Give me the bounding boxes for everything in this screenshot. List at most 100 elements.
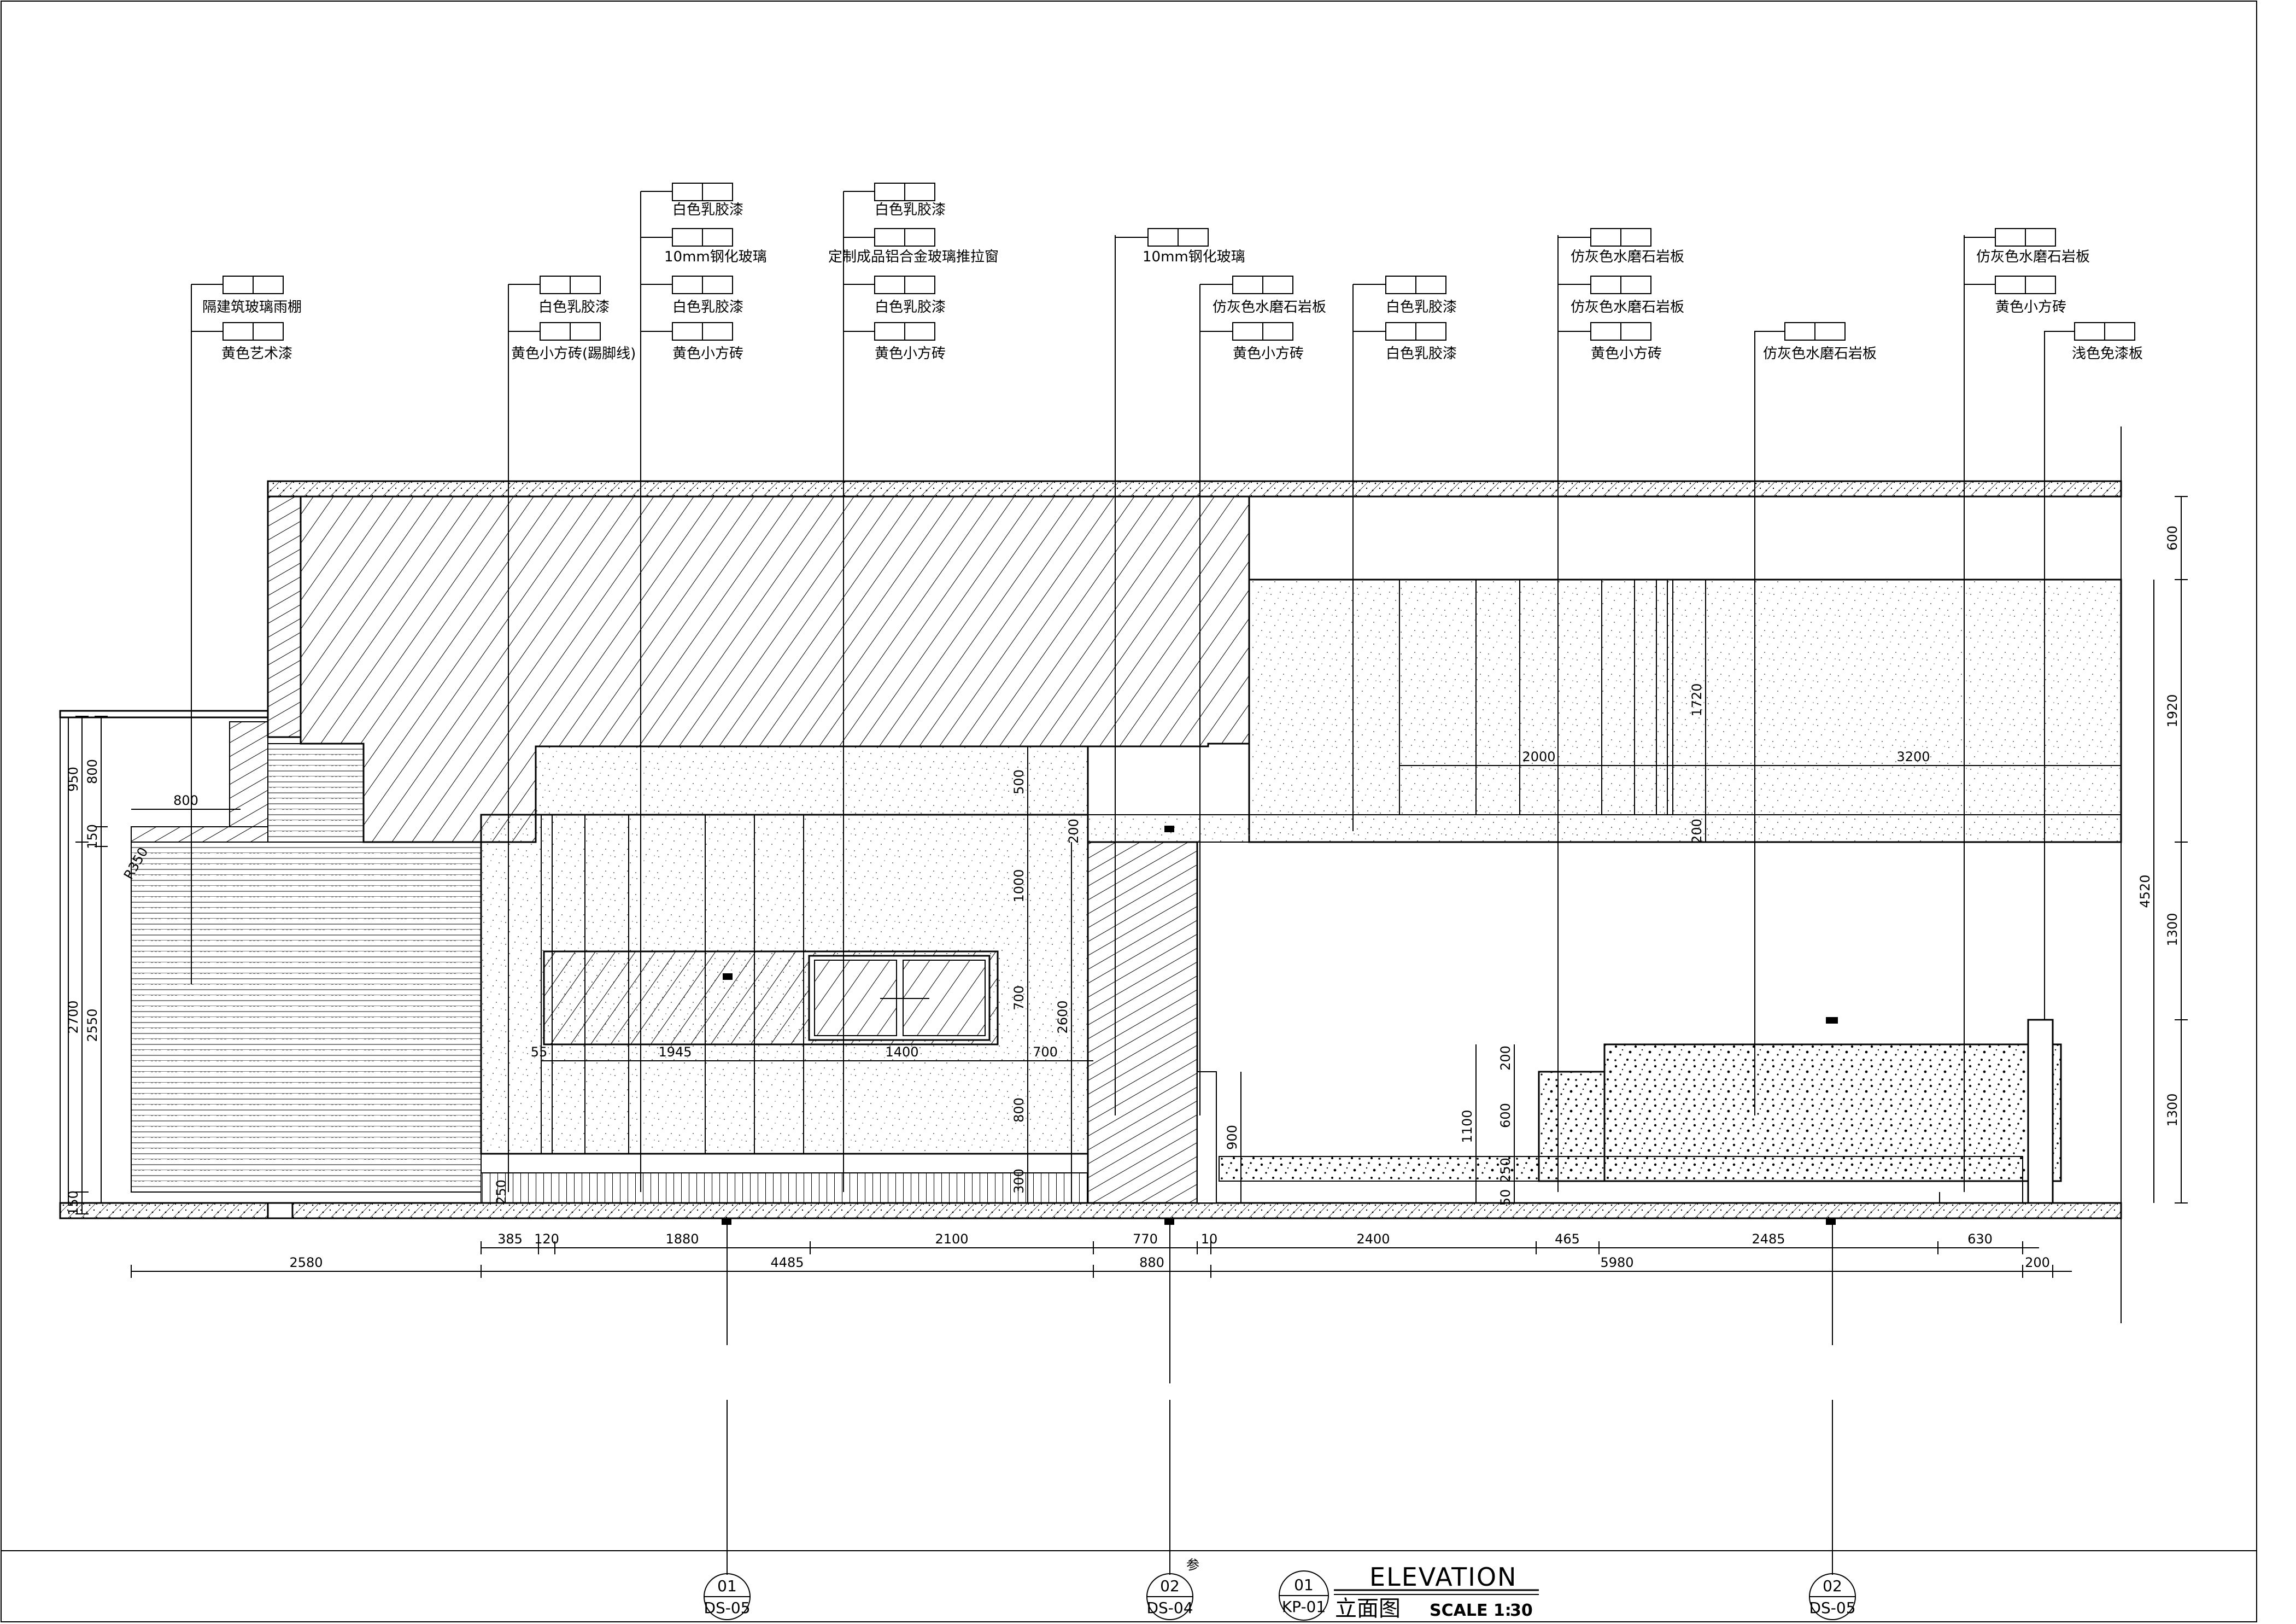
label-col2-1: 黄色小方砖(踢脚线): [511, 346, 636, 362]
dim-cv-3: 300: [1011, 1169, 1027, 1194]
dim-r-4: 1300: [2165, 1093, 2180, 1126]
dim-b1-2: 1880: [665, 1231, 699, 1247]
white-paint-beam: [535, 745, 1089, 816]
floor-slab: [59, 1202, 2122, 1219]
dim-r-3: 1300: [2165, 913, 2180, 946]
callout-col3: 白色乳胶漆 10mm钢化玻璃 白色乳胶漆 黄色小方砖: [641, 183, 767, 362]
dim-li-2: 2550: [85, 1008, 100, 1042]
dim-lo-2: 150: [66, 1190, 81, 1216]
dim-li-1: 150: [85, 824, 100, 849]
title-number: 01: [1294, 1576, 1314, 1594]
left-column: [267, 495, 302, 738]
leader-lines: [191, 191, 2045, 1192]
section-ref-3: 02 DS-05: [1809, 1573, 1856, 1620]
terrazzo-base: [1219, 1156, 2023, 1182]
label-col7-1: 白色乳胶漆: [1386, 346, 1457, 362]
label-col1-0: 隔建筑玻璃雨棚: [202, 299, 302, 316]
ref3-number: 02: [1823, 1577, 1842, 1595]
dim-b1-3: 2100: [935, 1231, 968, 1247]
terrazzo-panel-lines: [1399, 580, 1673, 815]
ref2-number: 02: [1160, 1577, 1180, 1595]
dim-b2-3: 5980: [1600, 1255, 1633, 1270]
glass-canopy: [59, 710, 269, 718]
yellow-tile-base: [481, 1172, 1088, 1204]
title-sheet: KP-01: [1282, 1598, 1326, 1616]
dim-b1-0: 385: [497, 1231, 523, 1247]
dim-b2-0: 2580: [289, 1255, 323, 1270]
dim-lo-0: 950: [66, 767, 81, 792]
title-name-cn: 立面图: [1335, 1596, 1401, 1621]
dim-rl-4: 250: [1498, 1158, 1513, 1183]
section-ref-1: 01 DS-05: [704, 1573, 751, 1620]
dim-li-0: 800: [85, 759, 100, 784]
material-callouts: 隔建筑玻璃雨棚 黄色艺术漆 白色乳胶漆 黄色小方砖(踢脚线) 白色乳胶漆 10m…: [191, 183, 2143, 362]
dim-cv-1: 700: [1011, 985, 1027, 1010]
callout-col6: 仿灰色水磨石岩板 黄色小方砖: [1200, 276, 1326, 362]
dim-rl-5: 50: [1498, 1189, 1513, 1206]
label-col11-0: 浅色免漆板: [2072, 346, 2143, 362]
label-col6-1: 黄色小方砖: [1233, 346, 1304, 362]
callout-col4: 白色乳胶漆 定制成品铝合金玻璃推拉窗 白色乳胶漆 黄色小方砖: [828, 183, 999, 362]
label-col8-0: 仿灰色水磨石岩板: [1571, 249, 1684, 265]
section-ref-2: 02 DS-04 参: [1146, 1557, 1199, 1620]
dim-u-0: 1720: [1689, 683, 1705, 716]
dim-b1-6: 2400: [1356, 1231, 1390, 1247]
dim-left-width: 800: [173, 793, 198, 808]
label-col4-2: 白色乳胶漆: [875, 299, 946, 316]
dim-b2-4: 200: [2025, 1255, 2050, 1270]
dim-cv-2: 800: [1011, 1097, 1027, 1123]
callout-col1: 隔建筑玻璃雨棚 黄色艺术漆: [191, 276, 302, 362]
dim-cv-0: 1000: [1011, 869, 1027, 902]
light-board-panel: [2027, 1019, 2054, 1204]
callout-col2: 白色乳胶漆 黄色小方砖(踢脚线): [508, 276, 636, 362]
ref1-sheet: DS-05: [704, 1599, 750, 1617]
dim-b2-2: 880: [1139, 1255, 1164, 1270]
dim-rl-3: 600: [1498, 1103, 1513, 1128]
label-col2-0: 白色乳胶漆: [538, 299, 610, 316]
label-col4-3: 黄色小方砖: [875, 346, 946, 362]
label-col4-0: 白色乳胶漆: [875, 202, 946, 218]
callout-col5: 10mm钢化玻璃: [1115, 228, 1245, 265]
dim-b2-1: 4485: [770, 1255, 804, 1270]
callout-col11: 浅色免漆板: [2045, 322, 2143, 362]
glass-door: [1087, 841, 1198, 1204]
label-col4-1: 定制成品铝合金玻璃推拉窗: [828, 249, 999, 265]
ref3-sheet: DS-05: [1809, 1599, 1855, 1617]
label-col3-0: 白色乳胶漆: [672, 202, 743, 218]
label-col9-0: 仿灰色水磨石岩板: [1763, 346, 1877, 362]
drawing-title: 01 KP-01 ELEVATION 立面图 SCALE 1: 30: [1279, 1562, 1539, 1621]
yellow-tile-wall-upper: [267, 743, 364, 843]
dim-r-0: 600: [2165, 525, 2180, 551]
dim-r-1: 1920: [2165, 694, 2180, 727]
dim-ch-2: 1400: [885, 1044, 918, 1060]
label-col7-0: 白色乳胶漆: [1386, 299, 1457, 316]
dim-base-0: 250: [494, 1179, 509, 1205]
dim-lo-1: 2700: [66, 1000, 81, 1033]
title-scale-label: SCALE 1:: [1430, 1601, 1512, 1620]
elevation-drawing: [59, 480, 2122, 1219]
label-col3-3: 黄色小方砖: [672, 346, 743, 362]
yellow-tile-wall: [131, 842, 482, 1193]
dim-cv-4: 2600: [1055, 1000, 1070, 1033]
label-col5-0: 10mm钢化玻璃: [1143, 249, 1245, 265]
label-col6-0: 仿灰色水磨石岩板: [1213, 299, 1326, 316]
label-col3-1: 10mm钢化玻璃: [664, 249, 767, 265]
ref2-sheet: DS-04: [1146, 1599, 1193, 1617]
section-markers: [722, 826, 1838, 1575]
dim-b1-1: 120: [534, 1231, 559, 1247]
dim-b1-5: 10: [1201, 1231, 1218, 1247]
stray-note: 参: [1186, 1557, 1199, 1573]
dim-ch-1: 1945: [658, 1044, 692, 1060]
dim-u-5: 200: [1066, 819, 1081, 844]
dim-b1-8: 2485: [1752, 1231, 1785, 1247]
dim-ch-0: 55: [531, 1044, 548, 1060]
label-col1-1: 黄色艺术漆: [221, 346, 292, 362]
roof-slab: [267, 480, 2122, 498]
ref1-number: 01: [717, 1577, 737, 1595]
dim-r-2: 4520: [2137, 874, 2153, 908]
dim-b1-4: 770: [1133, 1231, 1158, 1247]
dim-rl-0: 900: [1225, 1125, 1240, 1150]
label-col10-1: 黄色小方砖: [1995, 299, 2066, 316]
dim-u-4: 500: [1011, 769, 1027, 795]
